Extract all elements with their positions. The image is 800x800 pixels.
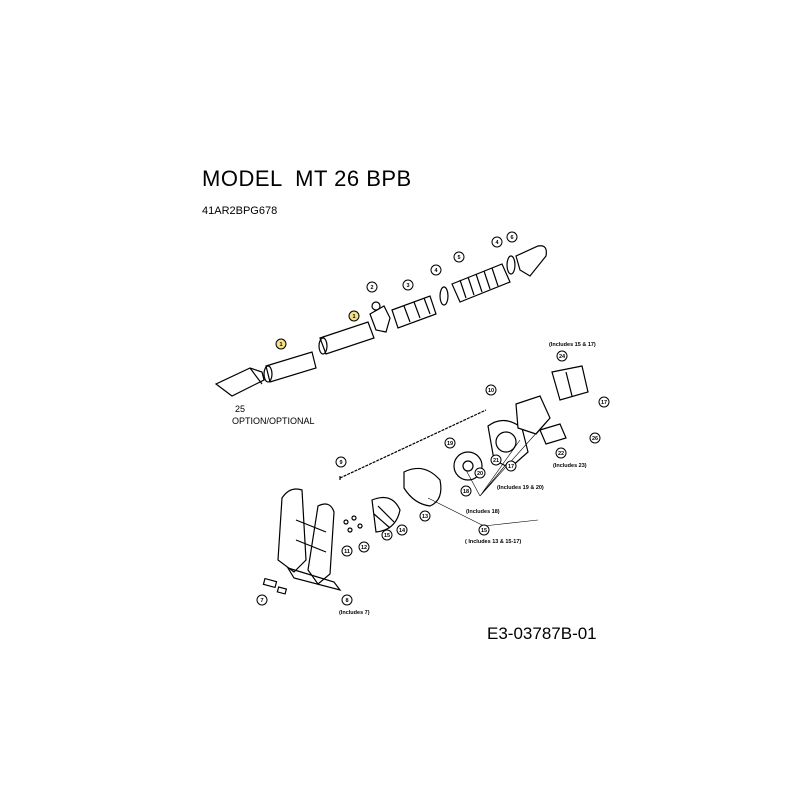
nozzle-tube-25 [214, 367, 265, 397]
note-includes-19-20: (Includes 19 & 20) [497, 485, 544, 491]
callout-7 [256, 594, 268, 606]
callout-label-6: 6 [510, 235, 513, 241]
callout-label-7: 7 [260, 598, 263, 604]
note-includes-13-15-17: ( Includes 13 & 15-17) [465, 539, 521, 545]
tube-clamp-2 [369, 301, 391, 333]
callout-label-21: 21 [493, 458, 499, 464]
callout-label-3: 3 [406, 283, 409, 289]
leader-lines [427, 419, 549, 527]
callout-label-13: 13 [422, 514, 428, 520]
flex-hose-5 [451, 263, 511, 303]
callout-label-11: 11 [344, 549, 350, 555]
callout-label-10: 10 [488, 388, 494, 394]
callout-label-1b: 1 [352, 314, 355, 320]
note-includes-15-17: (Includes 15 & 17) [549, 342, 596, 348]
callout-label-1a: 1 [279, 342, 282, 348]
callout-label-17: 17 [508, 464, 514, 470]
callout-21 [490, 454, 502, 466]
callout-label-9: 9 [339, 460, 342, 466]
callout-15 [478, 524, 490, 536]
callout-19 [444, 437, 456, 449]
note-includes-18: (Includes 18) [466, 509, 500, 515]
callout-label-4: 4 [434, 268, 438, 274]
tube-section-upper [391, 295, 437, 329]
housing-13 [403, 467, 442, 507]
callout-label-12: 12 [361, 545, 367, 551]
callout-label-2: 2 [370, 285, 373, 291]
strap-buckles-7 [262, 577, 288, 595]
model-title: MODEL MT 26 BPB [202, 166, 412, 191]
callout-18 [460, 485, 472, 497]
callout-label-14: 14 [399, 528, 406, 534]
callout-label-18: 18 [463, 489, 469, 495]
callout-label-22: 22 [558, 451, 564, 457]
callout-5 [453, 251, 465, 263]
callout-15b [381, 529, 393, 541]
callout-20 [474, 467, 486, 479]
muffler-22 [539, 423, 567, 445]
fuel-tank-24 [551, 365, 589, 401]
tube-section-middle [318, 321, 375, 355]
callout-label-4b: 4 [495, 240, 499, 246]
callout-17b [598, 396, 610, 408]
elbow-6 [515, 245, 547, 277]
note-includes-23: (Includes 23) [553, 463, 587, 469]
callout-24 [556, 350, 568, 362]
screws-11-12 [343, 515, 363, 533]
callout-4b [491, 236, 503, 248]
volute-14 [371, 497, 401, 533]
callout-9 [335, 456, 347, 468]
callout-2 [366, 281, 378, 293]
callout-label-17b: 17 [601, 400, 607, 406]
callout-22 [555, 447, 567, 459]
ring-4b [506, 255, 516, 275]
callout-label-20: 20 [477, 471, 483, 477]
callout-17 [505, 460, 517, 472]
callout-label-24: 24 [559, 354, 566, 360]
callout-6 [506, 231, 518, 243]
callout-14 [396, 524, 408, 536]
callout-label-5: 5 [457, 255, 460, 261]
callout-26 [589, 432, 601, 444]
callout-1b [348, 310, 360, 322]
callout-11 [341, 545, 353, 557]
option-part-number: 25 [235, 404, 246, 414]
note-includes-7: (Includes 7) [339, 610, 370, 616]
model-number: 41AR2BPG678 [202, 205, 278, 217]
ring-4 [439, 286, 449, 306]
option-label: OPTION/OPTIONAL [232, 416, 315, 426]
callout-label-19: 19 [447, 441, 453, 447]
throttle-cable-9 [339, 409, 487, 480]
callout-label-26: 26 [592, 436, 598, 442]
callout-8 [341, 594, 353, 606]
callout-1a [275, 338, 287, 350]
callout-10 [485, 384, 497, 396]
callout-13 [419, 510, 431, 522]
callout-label-15: 15 [481, 528, 487, 534]
document-number: E3-03787B-01 [487, 624, 597, 643]
callout-label-8: 8 [345, 598, 348, 604]
callout-label-15b: 15 [384, 533, 390, 539]
tube-section-lower [263, 351, 317, 383]
backpack-frame-8 [277, 488, 342, 592]
callout-4 [430, 264, 442, 276]
callout-12 [358, 541, 370, 553]
callout-3 [402, 279, 414, 291]
